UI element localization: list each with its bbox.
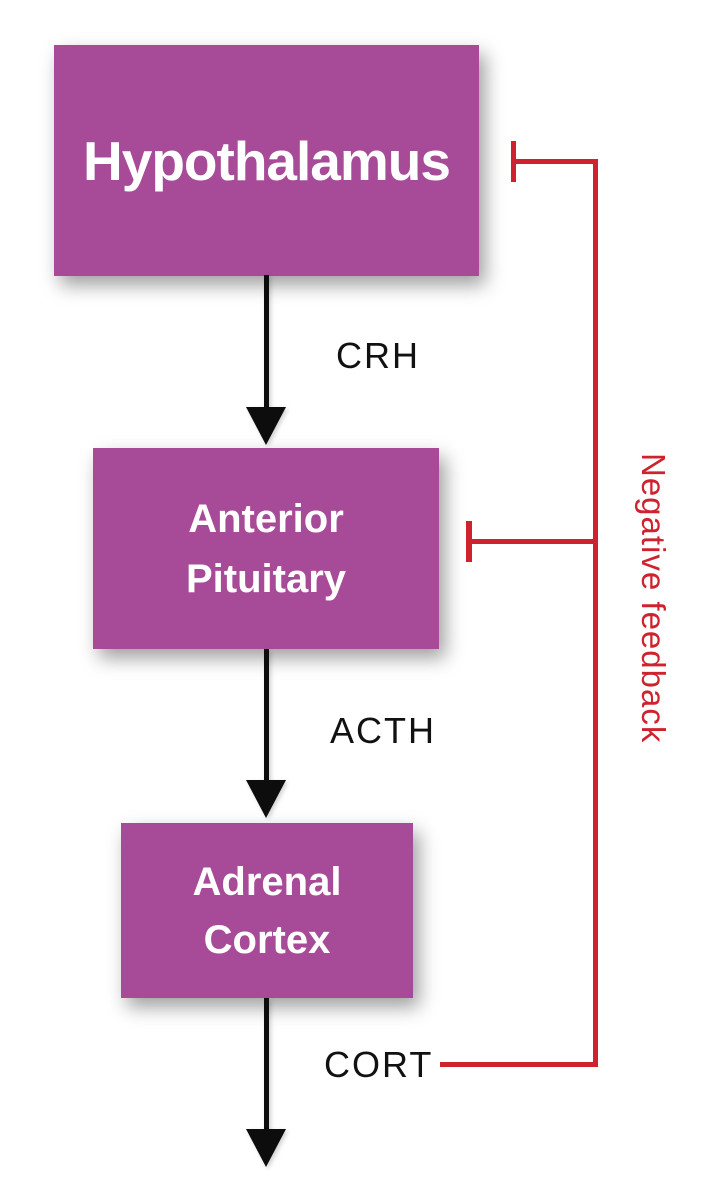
node-anterior-pituitary-label-line2: Pituitary xyxy=(185,556,347,601)
feedback-line-middle-horizontal xyxy=(472,539,598,544)
node-hypothalamus: Hypothalamus xyxy=(54,45,479,276)
node-adrenal-cortex: Adrenal Cortex xyxy=(121,823,413,998)
negative-feedback-label: Negative feedback xyxy=(635,453,672,744)
node-adrenal-cortex-label-line2: Cortex xyxy=(203,917,331,962)
inhibition-bar-hypothalamus-icon xyxy=(511,141,516,182)
node-adrenal-cortex-label-line1: Adrenal xyxy=(192,859,342,904)
acth-arrowhead-icon xyxy=(246,780,286,818)
feedback-line-top-horizontal xyxy=(516,159,598,164)
cort-arrowhead-icon xyxy=(246,1129,286,1167)
cort-arrow-line xyxy=(264,998,269,1131)
crh-arrow-line xyxy=(264,275,269,410)
cort-label: CORT xyxy=(324,1044,434,1085)
node-anterior-pituitary-label-line1: Anterior xyxy=(188,496,344,541)
acth-arrow-line xyxy=(264,649,269,783)
feedback-line-vertical xyxy=(593,159,598,1067)
acth-label: ACTH xyxy=(330,710,436,751)
inhibition-bar-anterior-pituitary-icon xyxy=(466,521,472,562)
node-anterior-pituitary: Anterior Pituitary xyxy=(93,448,439,649)
feedback-line-bottom-horizontal xyxy=(440,1062,598,1067)
crh-arrowhead-icon xyxy=(246,407,286,445)
node-hypothalamus-label: Hypothalamus xyxy=(83,129,451,192)
crh-label: CRH xyxy=(336,335,420,376)
